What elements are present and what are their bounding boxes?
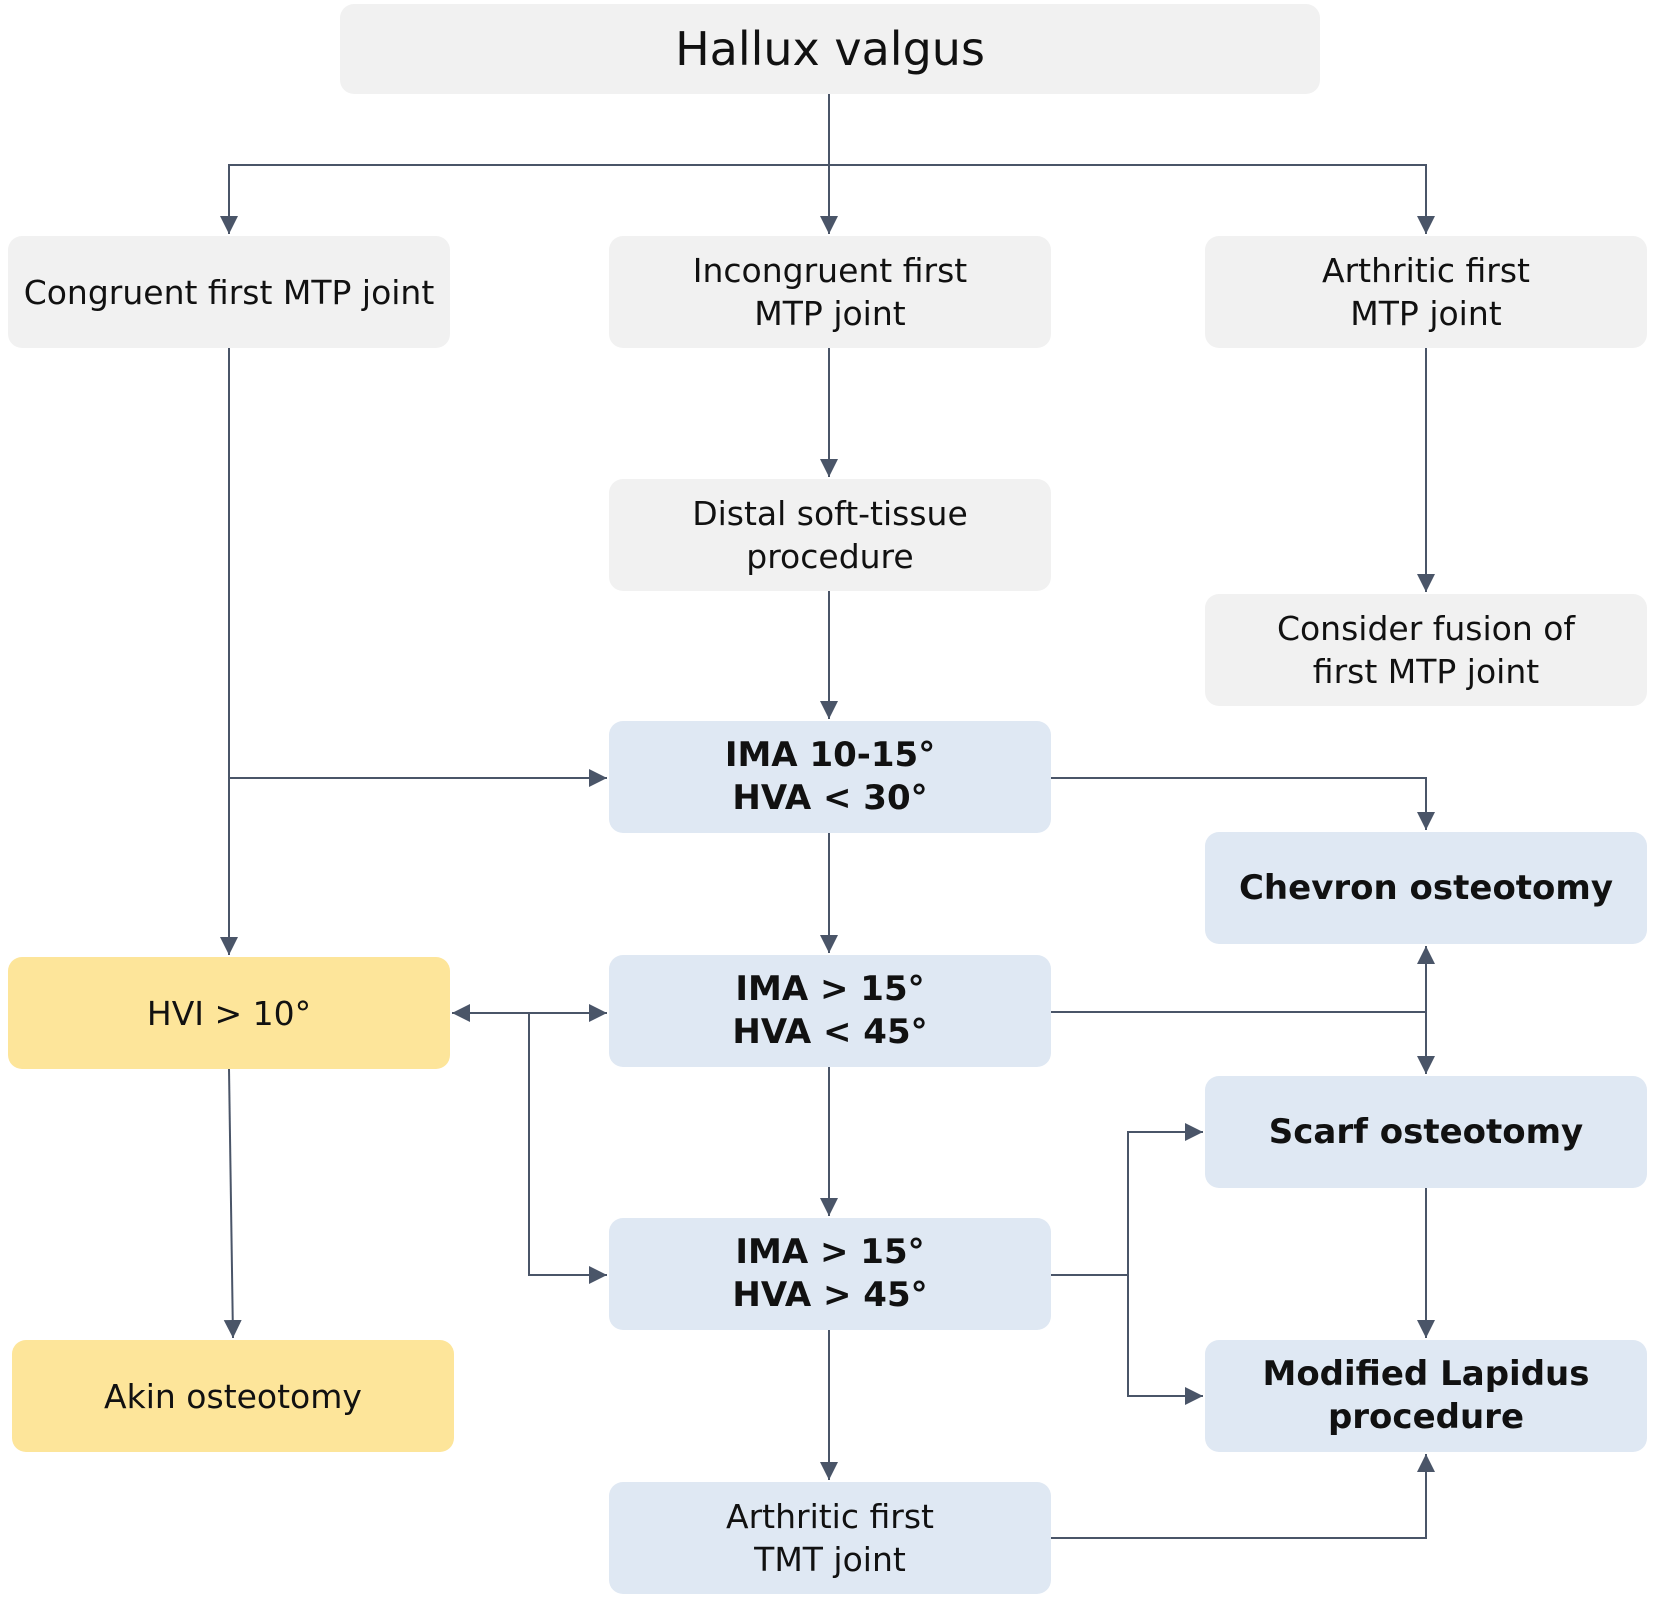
node-distal-soft-tissue-procedure: Distal soft-tissue procedure — [609, 479, 1051, 591]
node-ima-over-15-hva-under-45: IMA > 15° HVA < 45° — [609, 955, 1051, 1067]
node-scarf-osteotomy: Scarf osteotomy — [1205, 1076, 1647, 1188]
node-ima-10-15-hva-under-30: IMA 10-15° HVA < 30° — [609, 721, 1051, 833]
edge-hvi-to-akin — [223, 1068, 242, 1339]
node-fusion-label: Consider fusion of first MTP joint — [1276, 609, 1576, 691]
node-ima-over-15-hva-over-45: IMA > 15° HVA > 45° — [609, 1218, 1051, 1330]
edge-ima3-to-lapidus — [1127, 1275, 1203, 1405]
node-incongruent-first-mtp-joint: Incongruent first MTP joint — [609, 236, 1051, 348]
node-ima1-label: IMA 10-15° HVA < 30° — [724, 735, 936, 818]
node-hvi-over-10: HVI > 10° — [8, 957, 450, 1069]
edge-root-to-congruent — [220, 94, 830, 234]
edge-ima3-to-scarf — [1051, 1123, 1203, 1276]
node-incongruent-label: Incongruent first MTP joint — [692, 251, 968, 333]
node-akin-osteotomy: Akin osteotomy — [12, 1340, 454, 1452]
node-chevron-osteotomy: Chevron osteotomy — [1205, 832, 1647, 944]
node-arthritic-first-tmt-joint: Arthritic first TMT joint — [609, 1482, 1051, 1594]
node-arthritic-first-mtp-joint: Arthritic first MTP joint — [1205, 236, 1647, 348]
node-distal-label: Distal soft-tissue procedure — [692, 494, 968, 576]
node-chevron-label: Chevron osteotomy — [1238, 867, 1614, 908]
node-congruent-label: Congruent first MTP joint — [23, 272, 435, 312]
node-scarf-label: Scarf osteotomy — [1268, 1111, 1584, 1152]
node-ima3-label: IMA > 15° HVA > 45° — [732, 1232, 928, 1315]
edge-hvi-to-ima3 — [528, 1013, 607, 1284]
node-hallux-valgus: Hallux valgus — [340, 4, 1320, 94]
edge-root-to-arthritic — [829, 164, 1435, 234]
node-tmt-label: Arthritic first TMT joint — [726, 1497, 934, 1579]
edge-ima1-to-chevron — [1051, 777, 1435, 830]
node-modified-lapidus-procedure: Modified Lapidus procedure — [1205, 1340, 1647, 1452]
node-congruent-first-mtp-joint: Congruent first MTP joint — [8, 236, 450, 348]
node-consider-fusion: Consider fusion of first MTP joint — [1205, 594, 1647, 706]
node-hallux-valgus-label: Hallux valgus — [675, 21, 985, 76]
node-lapidus-label: Modified Lapidus procedure — [1262, 1354, 1590, 1437]
node-akin-label: Akin osteotomy — [104, 1376, 362, 1416]
node-hvi-label: HVI > 10° — [146, 993, 312, 1033]
node-arthritic-label: Arthritic first MTP joint — [1322, 251, 1530, 333]
node-ima2-label: IMA > 15° HVA < 45° — [732, 969, 928, 1052]
edge-tmt-to-lapidus — [1051, 1454, 1435, 1539]
